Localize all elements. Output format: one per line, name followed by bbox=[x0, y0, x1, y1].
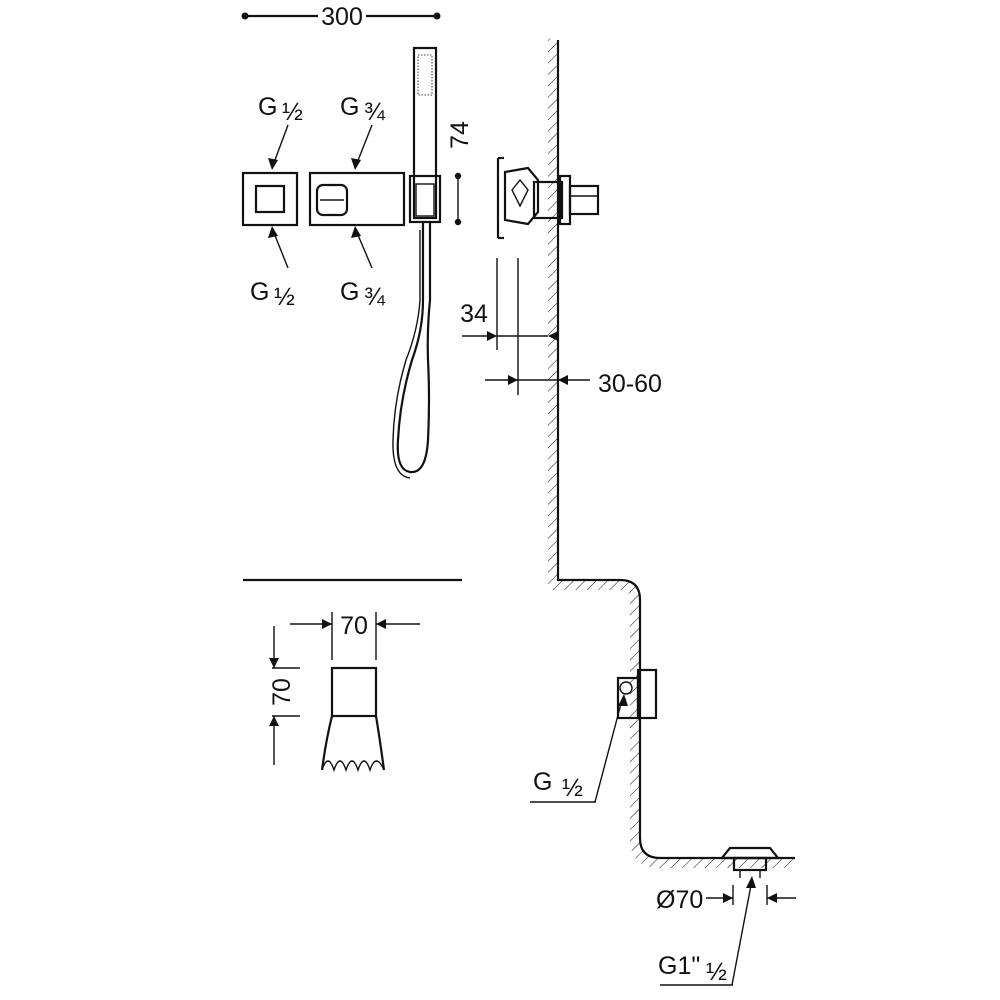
svg-text:Ø70: Ø70 bbox=[656, 886, 703, 914]
connection-label-right-top: G ¾ bbox=[340, 93, 386, 170]
svg-text:G: G bbox=[533, 768, 552, 796]
dimension-30-60: 30-60 bbox=[485, 370, 662, 398]
svg-text:70: 70 bbox=[268, 678, 296, 706]
svg-text:½: ½ bbox=[282, 98, 303, 126]
svg-text:G: G bbox=[250, 278, 269, 306]
svg-text:G1": G1" bbox=[658, 952, 700, 980]
dimension-70-width: 70 bbox=[290, 612, 420, 660]
connection-label-drain: G1" ½ bbox=[658, 876, 756, 986]
dimension-34: 34 bbox=[460, 258, 558, 395]
connection-label-left-top: G ½ bbox=[258, 93, 303, 170]
spout-icon bbox=[320, 666, 386, 773]
svg-text:G: G bbox=[340, 93, 359, 121]
svg-text:½: ½ bbox=[274, 283, 295, 311]
svg-text:34: 34 bbox=[460, 300, 488, 328]
drain-icon bbox=[719, 846, 781, 878]
dimension-70-height: 70 bbox=[268, 626, 300, 765]
svg-text:¾: ¾ bbox=[364, 98, 386, 126]
valve-body-icon bbox=[241, 171, 406, 227]
connection-label-spout: G ½ bbox=[530, 694, 628, 803]
svg-text:½: ½ bbox=[562, 774, 583, 802]
dimension-74: 74 bbox=[446, 121, 474, 226]
dimension-drain-diameter: Ø70 bbox=[656, 885, 796, 914]
svg-text:30-60: 30-60 bbox=[598, 370, 662, 398]
wall-hatch-icon bbox=[548, 38, 795, 868]
svg-text:G: G bbox=[340, 278, 359, 306]
svg-text:¾: ¾ bbox=[364, 283, 386, 311]
connection-label-left-bottom: G ½ bbox=[250, 226, 295, 311]
svg-text:G: G bbox=[258, 93, 277, 121]
dimension-300-label: 300 bbox=[321, 3, 363, 31]
hose-icon bbox=[392, 222, 432, 479]
handshower-icon bbox=[408, 46, 442, 224]
svg-text:74: 74 bbox=[446, 121, 474, 149]
svg-text:70: 70 bbox=[340, 612, 368, 640]
connection-label-right-bottom: G ¾ bbox=[340, 226, 386, 311]
side-valve-icon bbox=[496, 156, 600, 240]
spout-side-icon bbox=[616, 668, 658, 720]
dimension-width-300: 300 bbox=[241, 3, 441, 31]
svg-text:½: ½ bbox=[706, 958, 727, 986]
